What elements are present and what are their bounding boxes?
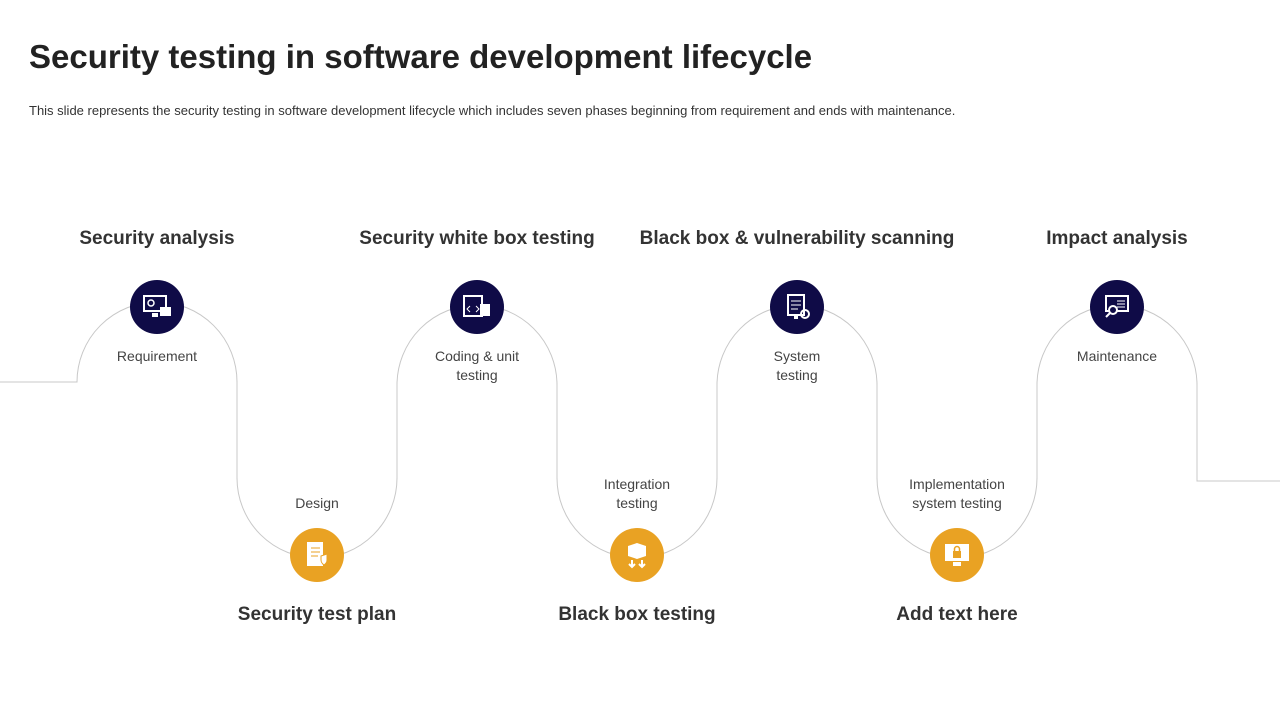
- code-window-icon: [450, 280, 504, 334]
- page-subtitle: This slide represents the security testi…: [29, 103, 956, 118]
- phase-heading: Security test plan: [237, 604, 397, 625]
- phase-label: Integration testing: [603, 476, 671, 511]
- monitor-key-icon: [130, 280, 184, 334]
- document-shield-icon: [290, 528, 344, 582]
- phase-label: Design: [295, 495, 339, 511]
- phase-heading: Security analysis: [79, 228, 235, 249]
- phase-label: Coding & unit testing: [434, 348, 520, 383]
- phase-label: System testing: [773, 348, 821, 383]
- box-arrows-icon: [610, 528, 664, 582]
- phase-heading: Security white box testing: [359, 228, 595, 249]
- phase-heading: Add text here: [896, 604, 1018, 625]
- phase-label: Implementation system testing: [909, 476, 1005, 511]
- phase-label: Requirement: [116, 348, 198, 364]
- phase-heading: Black box testing: [558, 604, 716, 625]
- phase-heading: Impact analysis: [1046, 228, 1188, 249]
- monitor-lock-icon: [930, 528, 984, 582]
- phase-heading: Black box & vulnerability scanning: [639, 228, 955, 249]
- page-title: Security testing in software development…: [29, 38, 813, 75]
- phase-label: Maintenance: [1076, 348, 1158, 364]
- monitor-search-icon: [1090, 280, 1144, 334]
- clipboard-gear-icon: [770, 280, 824, 334]
